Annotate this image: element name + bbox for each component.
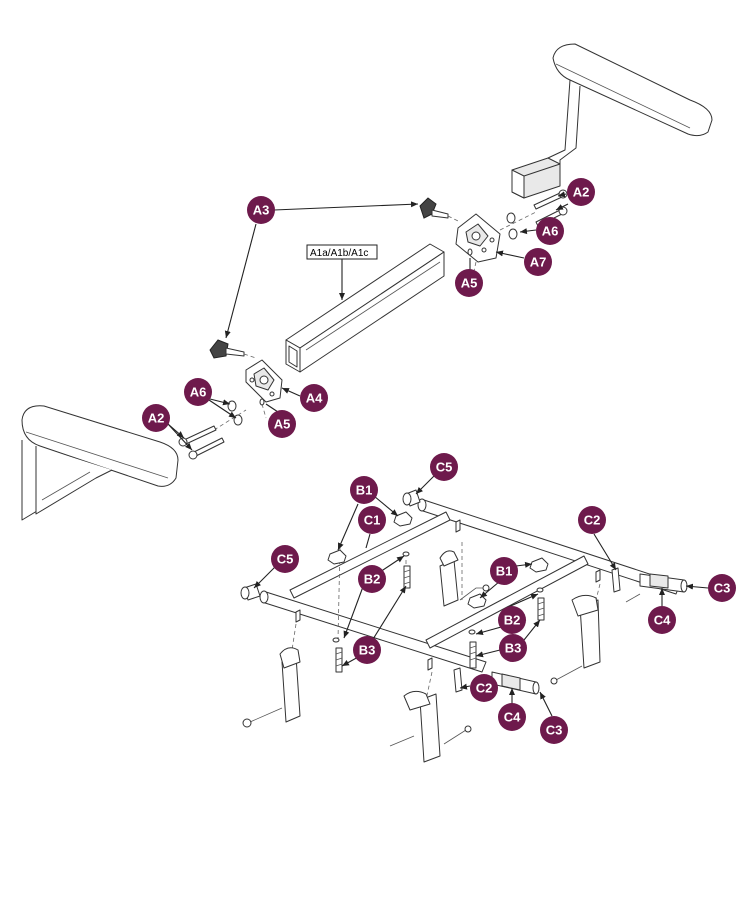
callout-c4-right: C4 [648, 606, 676, 634]
left-armrest [21, 405, 179, 521]
svg-text:C4: C4 [504, 710, 521, 725]
square-tube [285, 243, 445, 373]
callout-a2-left: A2 [142, 404, 170, 432]
svg-text:B1: B1 [356, 483, 373, 498]
svg-text:B3: B3 [359, 643, 376, 658]
callout-b1-left: B1 [350, 476, 378, 504]
left-mount-bracket [245, 359, 283, 419]
callout-b2-left: B2 [358, 565, 386, 593]
callout-a7: A7 [524, 248, 552, 276]
callout-b3-right: B3 [499, 634, 527, 662]
callout-c4-bottom: C4 [498, 703, 526, 731]
svg-text:A2: A2 [148, 411, 165, 426]
callout-c5-left: C5 [271, 545, 299, 573]
callout-a3: A3 [247, 196, 275, 224]
washers [332, 551, 544, 643]
left-screws-and-washers [178, 400, 247, 460]
callout-a4: A4 [300, 384, 328, 412]
svg-text:C5: C5 [277, 552, 294, 567]
seat-receivers [242, 550, 641, 763]
callout-c5-top: C5 [430, 453, 458, 481]
right-armrest [511, 43, 713, 199]
callouts: A2 A6 A7 A5 A3 A4 A5 A6 [142, 178, 736, 744]
svg-text:C3: C3 [714, 581, 731, 596]
left-knob [209, 339, 257, 359]
callout-a6-right: A6 [536, 217, 564, 245]
part-number-label: A1a/A1b/A1c [306, 244, 378, 300]
callout-a2-right: A2 [567, 178, 595, 206]
svg-text:C3: C3 [546, 723, 563, 738]
svg-text:A2: A2 [573, 185, 590, 200]
callout-b2-right: B2 [498, 606, 526, 634]
svg-text:B2: B2 [504, 613, 521, 628]
svg-text:C2: C2 [476, 681, 493, 696]
svg-text:A7: A7 [530, 255, 547, 270]
callout-c3-bottom: C3 [540, 716, 568, 744]
callout-c1: C1 [358, 506, 386, 534]
callout-a6-left: A6 [184, 378, 212, 406]
svg-text:C1: C1 [364, 513, 381, 528]
svg-text:B2: B2 [364, 572, 381, 587]
callout-b1-right: B1 [490, 557, 518, 585]
callout-c3-right: C3 [708, 574, 736, 602]
callout-c2-top: C2 [578, 506, 606, 534]
lock-pins [491, 573, 688, 695]
callout-a5-right: A5 [455, 269, 483, 297]
svg-text:C5: C5 [436, 460, 453, 475]
right-mount-bracket [455, 213, 501, 263]
callout-b3-left: B3 [353, 636, 381, 664]
svg-text:A5: A5 [274, 417, 291, 432]
right-knob [419, 197, 461, 223]
svg-text:B1: B1 [496, 564, 513, 579]
svg-text:A6: A6 [542, 224, 559, 239]
svg-text:A3: A3 [253, 203, 270, 218]
svg-text:A5: A5 [461, 276, 478, 291]
part-number-label-text: A1a/A1b/A1c [310, 248, 368, 259]
svg-text:B3: B3 [505, 641, 522, 656]
svg-text:A4: A4 [306, 391, 323, 406]
svg-text:C2: C2 [584, 513, 601, 528]
svg-text:C4: C4 [654, 613, 671, 628]
svg-text:A6: A6 [190, 385, 207, 400]
bolts [335, 565, 545, 673]
callout-c2-bottom: C2 [470, 674, 498, 702]
callout-a5-left: A5 [268, 410, 296, 438]
